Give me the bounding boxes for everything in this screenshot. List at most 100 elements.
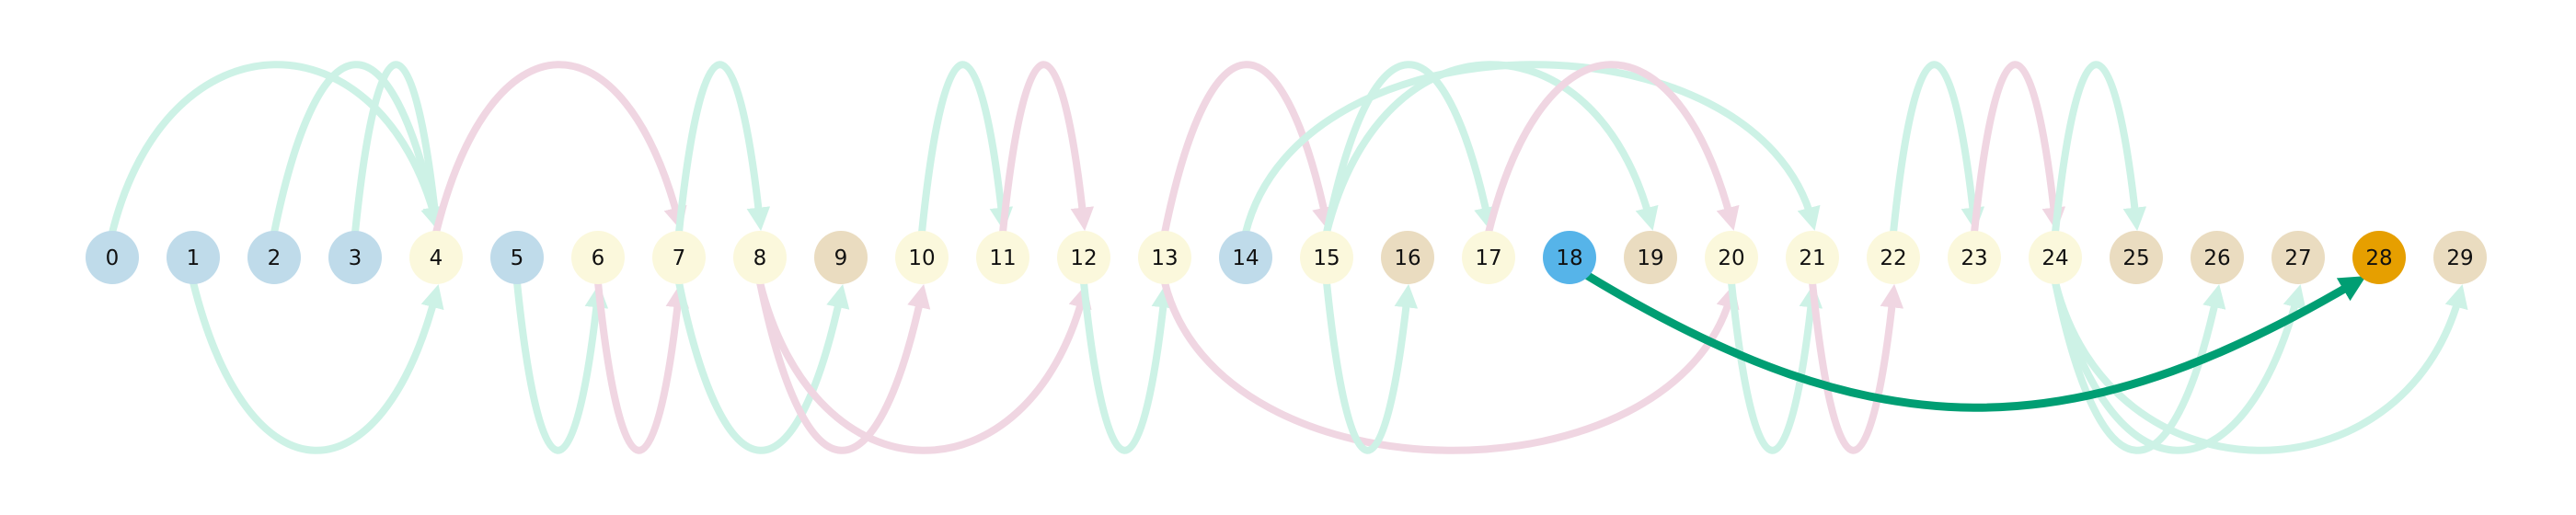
node-11: 11 xyxy=(976,231,1029,284)
node-18: 18 xyxy=(1543,231,1596,284)
edge-23-to-24 xyxy=(1971,61,2066,236)
node-circle xyxy=(2271,231,2325,284)
node-circle xyxy=(895,231,949,284)
node-circle xyxy=(1705,231,1758,284)
node-label: 10 xyxy=(908,246,935,270)
edge-6-to-7 xyxy=(594,279,690,454)
node-5: 5 xyxy=(490,231,544,284)
edge-14-to-21 xyxy=(1242,61,1821,236)
node-22: 22 xyxy=(1867,231,1920,284)
node-20: 20 xyxy=(1705,231,1758,284)
edge-1-to-4 xyxy=(190,279,444,454)
edge-8-to-12 xyxy=(756,279,1092,454)
node-circle xyxy=(2110,231,2163,284)
node-circle xyxy=(1381,231,1434,284)
edge-24-to-25 xyxy=(2052,61,2147,236)
node-25: 25 xyxy=(2110,231,2163,284)
node-19: 19 xyxy=(1624,231,1677,284)
edge-15-to-17 xyxy=(1323,61,1498,236)
node-label: 27 xyxy=(2284,246,2311,270)
node-label: 7 xyxy=(673,246,686,270)
node-circle xyxy=(733,231,787,284)
node-9: 9 xyxy=(814,231,868,284)
node-15: 15 xyxy=(1300,231,1353,284)
node-circle xyxy=(409,231,463,284)
node-label: 26 xyxy=(2203,246,2230,270)
node-26: 26 xyxy=(2191,231,2244,284)
node-27: 27 xyxy=(2271,231,2325,284)
node-circle xyxy=(1462,231,1515,284)
node-16: 16 xyxy=(1381,231,1434,284)
node-circle xyxy=(1948,231,2001,284)
node-circle xyxy=(571,231,625,284)
edge-7-to-9 xyxy=(675,279,850,454)
node-label: 14 xyxy=(1232,246,1259,270)
node-circle xyxy=(1300,231,1353,284)
node-circle xyxy=(2191,231,2244,284)
node-label: 9 xyxy=(834,246,848,270)
edge-18-to-28 xyxy=(1583,271,2366,412)
node-circle xyxy=(490,231,544,284)
node-label: 23 xyxy=(1961,246,1987,270)
node-circle xyxy=(247,231,301,284)
node-circle xyxy=(328,231,382,284)
edge-15-to-19 xyxy=(1323,61,1659,236)
node-label: 25 xyxy=(2122,246,2149,270)
node-circle xyxy=(2433,231,2487,284)
node-1: 1 xyxy=(167,231,220,284)
edge-4-to-7 xyxy=(432,61,687,236)
node-circle xyxy=(1786,231,1839,284)
node-label: 11 xyxy=(989,246,1016,270)
edge-5-to-6 xyxy=(513,279,609,454)
node-label: 21 xyxy=(1799,246,1825,270)
node-circle xyxy=(814,231,868,284)
edge-22-to-23 xyxy=(1890,61,1985,236)
node-circle xyxy=(976,231,1029,284)
node-12: 12 xyxy=(1057,231,1110,284)
node-17: 17 xyxy=(1462,231,1515,284)
node-10: 10 xyxy=(895,231,949,284)
node-label: 5 xyxy=(511,246,524,270)
node-circle xyxy=(1543,231,1596,284)
node-circle xyxy=(1138,231,1191,284)
node-6: 6 xyxy=(571,231,625,284)
edge-11-to-12 xyxy=(999,61,1095,236)
node-circle xyxy=(86,231,139,284)
edge-13-to-20 xyxy=(1161,279,1740,454)
edge-3-to-4 xyxy=(351,61,447,236)
node-label: 3 xyxy=(349,246,362,270)
node-circle xyxy=(1867,231,1920,284)
node-label: 4 xyxy=(430,246,443,270)
node-29: 29 xyxy=(2433,231,2487,284)
node-14: 14 xyxy=(1219,231,1272,284)
node-23: 23 xyxy=(1948,231,2001,284)
node-13: 13 xyxy=(1138,231,1191,284)
edge-24-to-29 xyxy=(2052,279,2468,454)
node-4: 4 xyxy=(409,231,463,284)
node-7: 7 xyxy=(652,231,706,284)
node-label: 13 xyxy=(1151,246,1178,270)
node-label: 2 xyxy=(268,246,282,270)
node-2: 2 xyxy=(247,231,301,284)
node-21: 21 xyxy=(1786,231,1839,284)
node-label: 16 xyxy=(1394,246,1420,270)
edge-10-to-11 xyxy=(918,61,1014,236)
node-circle xyxy=(1219,231,1272,284)
edge-13-to-15 xyxy=(1161,61,1336,236)
node-label: 20 xyxy=(1718,246,1744,270)
node-circle xyxy=(167,231,220,284)
edge-24-to-26 xyxy=(2052,279,2226,454)
node-8: 8 xyxy=(733,231,787,284)
edge-17-to-20 xyxy=(1485,61,1740,236)
node-label: 17 xyxy=(1475,246,1501,270)
edge-0-to-4 xyxy=(109,61,444,236)
node-circle xyxy=(2352,231,2406,284)
node-label: 18 xyxy=(1556,246,1582,270)
node-circle xyxy=(1624,231,1677,284)
node-circle xyxy=(1057,231,1110,284)
node-0: 0 xyxy=(86,231,139,284)
node-label: 8 xyxy=(753,246,767,270)
node-label: 24 xyxy=(2041,246,2068,270)
